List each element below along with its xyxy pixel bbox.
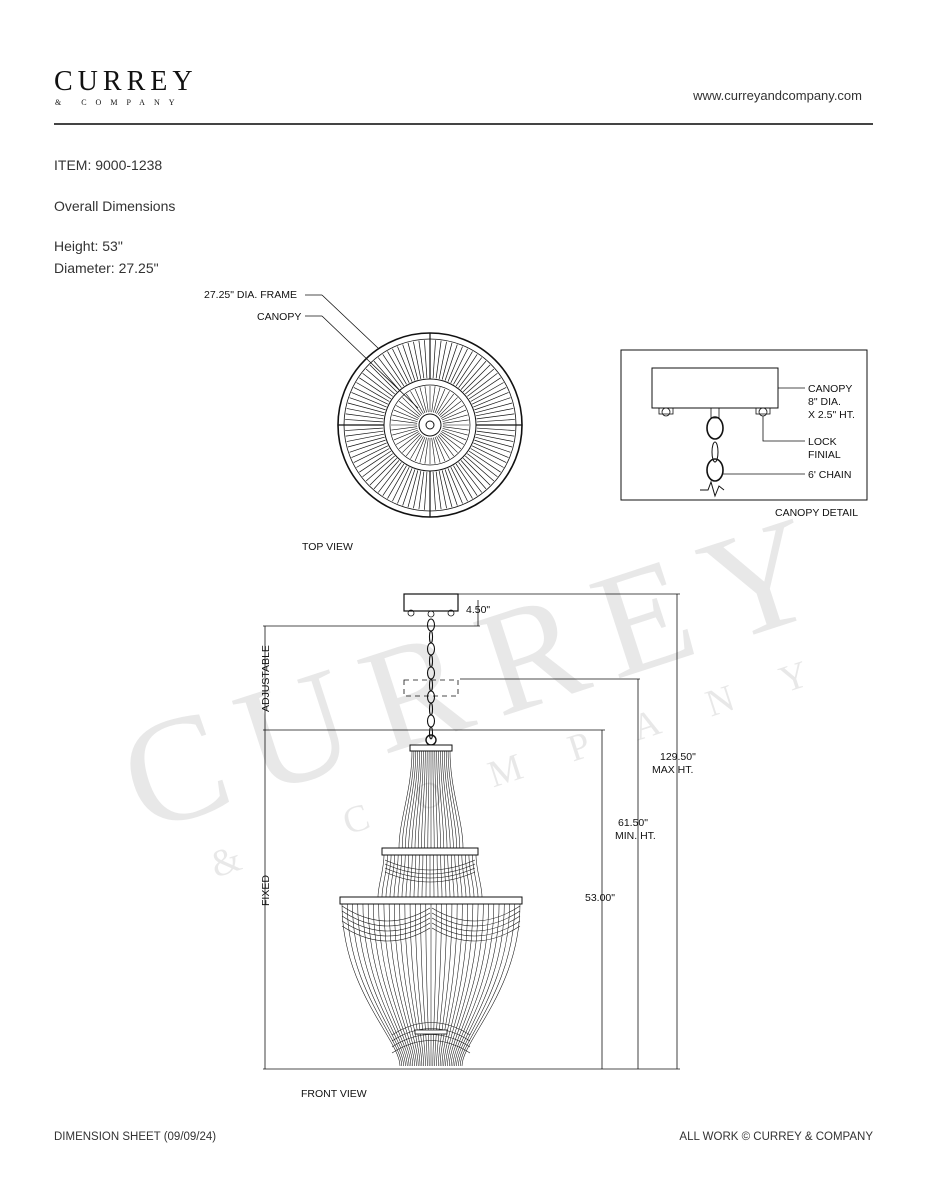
canopy-height: X 2.5" HT. <box>808 409 855 421</box>
watermark: CURREY & COMPANY <box>102 478 861 887</box>
height-value: Height: 53" <box>54 238 123 254</box>
diameter-value: Diameter: 27.25" <box>54 260 159 276</box>
canopy-diameter: 8" DIA. <box>808 396 841 408</box>
min-height-value: 61.50" <box>618 817 648 829</box>
top-view-canopy-label: CANOPY <box>257 311 301 323</box>
adjustable-label: ADJUSTABLE <box>260 645 272 712</box>
website-link[interactable]: www.curreyandcompany.com <box>693 88 862 103</box>
top-view: 27.25" DIA. FRAME CANOPY TOP VIEW <box>204 289 523 553</box>
front-view-caption: FRONT VIEW <box>301 1088 367 1100</box>
fixture-height-value: 53.00" <box>585 892 615 904</box>
top-view-frame-label: 27.25" DIA. FRAME <box>204 289 297 301</box>
finial-label: FINIAL <box>808 449 841 461</box>
section-title: Overall Dimensions <box>54 198 176 214</box>
fixed-label: FIXED <box>260 875 272 906</box>
max-height-value: 129.50" <box>660 751 696 763</box>
canopy-label: CANOPY <box>808 383 852 395</box>
brand-logo: CURREY <box>54 66 198 97</box>
chain-label: 6' CHAIN <box>808 469 851 481</box>
max-height-label: MAX HT. <box>652 764 693 776</box>
top-view-caption: TOP VIEW <box>302 541 353 553</box>
footer-copyright: ALL WORK © CURREY & COMPANY <box>679 1131 873 1143</box>
brand-logo-subtitle: & COMPANY <box>55 98 184 107</box>
footer-document-date: DIMENSION SHEET (09/09/24) <box>54 1131 217 1143</box>
canopy-detail: CANOPY 8" DIA. X 2.5" HT. LOCK FINIAL 6'… <box>620 349 868 519</box>
lock-label: LOCK <box>808 436 837 448</box>
canopy-gap-dim: 4.50" <box>466 604 490 616</box>
front-view: 4.50" ADJUSTABLE FIXED 129.50" MAX HT. 6… <box>260 593 696 1100</box>
min-height-label: MIN. HT. <box>615 830 656 842</box>
item-number: ITEM: 9000-1238 <box>54 157 163 173</box>
header-divider <box>54 123 873 125</box>
canopy-detail-caption: CANOPY DETAIL <box>775 507 858 519</box>
